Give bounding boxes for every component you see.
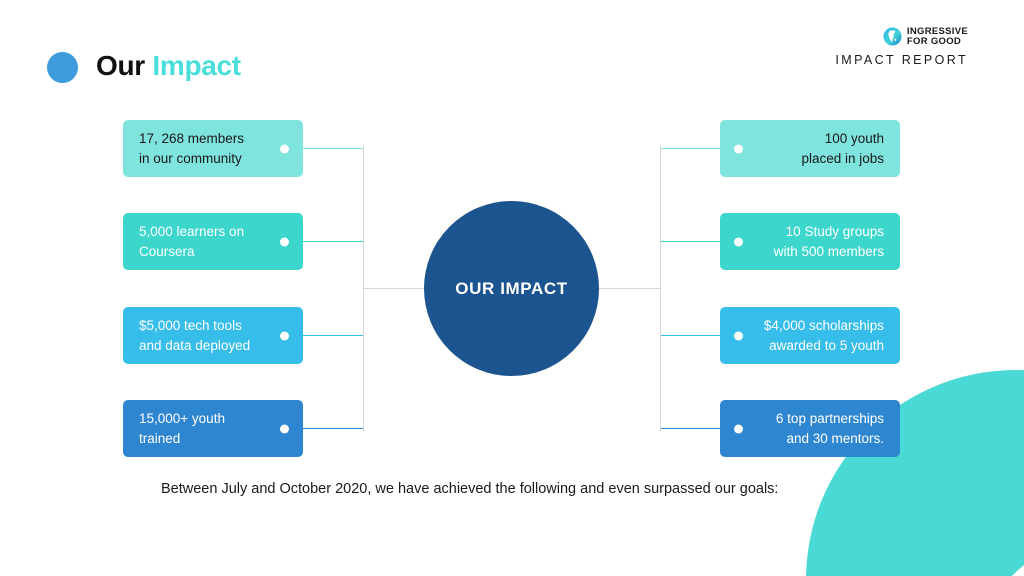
brand-line-2: FOR GOOD — [906, 35, 962, 47]
stat-card-text: 6 top partnerships and 30 mentors. — [775, 410, 884, 446]
page-title: Our Impact — [96, 50, 241, 82]
header-bullet-dot-icon — [47, 52, 78, 83]
stat-card-left-2[interactable]: 5,000 learners on Coursera — [123, 213, 303, 270]
connector-dot-icon — [280, 144, 289, 153]
stat-card-left-3[interactable]: $5,000 tech tools and data deployed — [123, 307, 303, 364]
hub-circle: OUR IMPACT — [424, 201, 599, 376]
globe-africa-icon — [883, 26, 902, 46]
stat-card-left-1[interactable]: 17, 268 members in our community — [123, 120, 303, 177]
connector-dot-icon — [280, 424, 289, 433]
connector-branch-left-2 — [302, 240, 363, 243]
brand-line-1: INGRESSIVE — [906, 26, 968, 37]
connector-branch-left-3 — [302, 334, 363, 337]
connector-dot-icon — [280, 331, 289, 340]
connector-branch-left-4 — [302, 427, 363, 430]
stat-card-text: $5,000 tech tools and data deployed — [139, 317, 251, 353]
connector-dot-icon — [734, 424, 743, 433]
connector-dot-icon — [734, 331, 743, 340]
stat-card-right-3[interactable]: $4,000 scholarships awarded to 5 youth — [720, 307, 900, 364]
connector-branch-left-1 — [302, 147, 363, 150]
connector-branch-right-2 — [661, 240, 721, 243]
slide-caption: Between July and October 2020, we have a… — [161, 481, 779, 497]
stat-card-text: $4,000 scholarships awarded to 5 youth — [763, 317, 884, 353]
stat-card-text: 17, 268 members in our community — [139, 130, 245, 166]
stat-card-right-2[interactable]: 10 Study groups with 500 members — [720, 213, 900, 270]
connector-hub-spoke-left — [363, 288, 429, 289]
stat-card-left-4[interactable]: 15,000+ youth trained — [123, 400, 303, 457]
stat-card-right-1[interactable]: 100 youth placed in jobs — [720, 120, 900, 177]
connector-hub-spoke-right — [597, 288, 661, 289]
brand-wordmark: INGRESSIVE FOR GOOD — [907, 26, 968, 46]
page-title-primary: Our — [96, 50, 145, 81]
brand-subtitle: IMPACT REPORT — [835, 53, 968, 67]
hub-label: OUR IMPACT — [455, 278, 568, 298]
connector-branch-right-3 — [661, 334, 721, 337]
connector-branch-right-4 — [661, 427, 721, 430]
connector-branch-right-1 — [661, 147, 721, 150]
stat-card-text: 100 youth placed in jobs — [801, 130, 884, 166]
connector-dot-icon — [734, 237, 743, 246]
brand-lockup: INGRESSIVE FOR GOOD IMPACT REPORT — [835, 26, 968, 67]
stat-card-text: 15,000+ youth trained — [139, 410, 225, 446]
page-title-accent: Impact — [152, 50, 241, 81]
stat-card-text: 5,000 learners on Coursera — [139, 223, 245, 259]
brand-row: INGRESSIVE FOR GOOD — [835, 26, 968, 46]
connector-dot-icon — [734, 144, 743, 153]
connector-dot-icon — [280, 237, 289, 246]
stat-card-text: 10 Study groups with 500 members — [773, 223, 884, 259]
stat-card-right-4[interactable]: 6 top partnerships and 30 mentors. — [720, 400, 900, 457]
